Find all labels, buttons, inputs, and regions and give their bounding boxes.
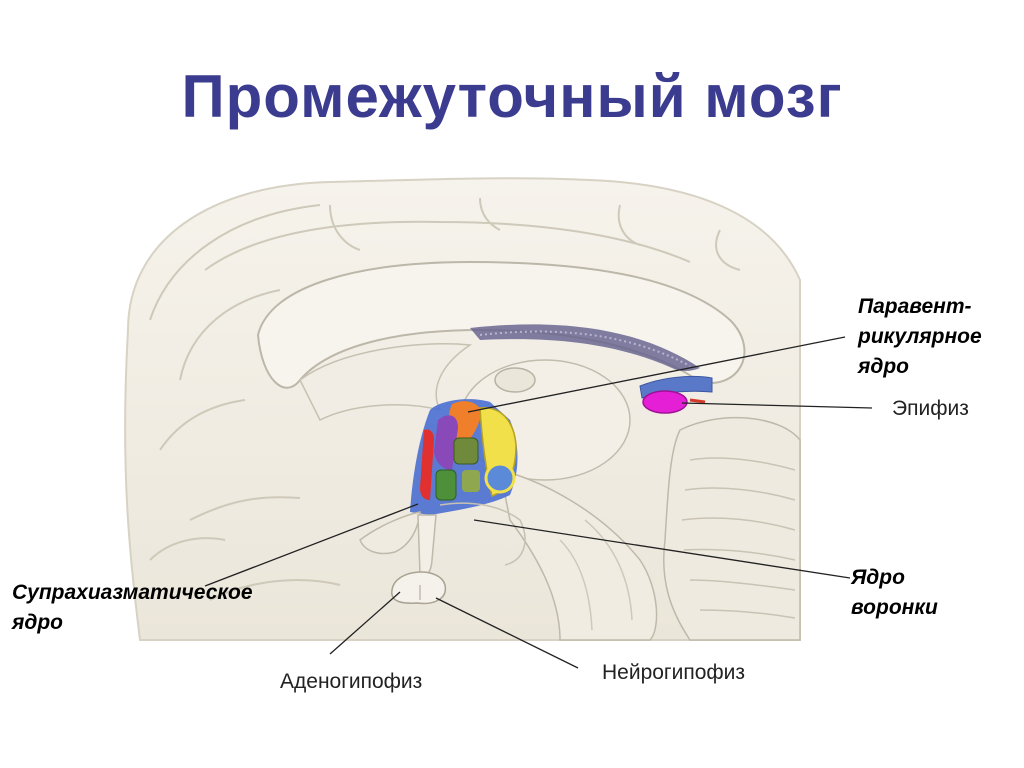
- brainstem: [499, 468, 658, 641]
- label-epiphysis: Эпифиз: [892, 397, 969, 420]
- nucleus-green-b: [435, 469, 457, 501]
- leader-infundibular: [473, 519, 851, 579]
- label-suprachiasmatic-line2: ядро: [12, 611, 64, 634]
- label-infundibular-line1: Ядро: [851, 566, 905, 589]
- label-adenohypophysis: Аденогипофиз: [280, 670, 423, 693]
- label-suprachiasmatic-line1: Супрахиазматическое: [12, 581, 253, 604]
- leader-epiphysis: [681, 402, 873, 409]
- pituitary-gland: [391, 571, 447, 605]
- label-suprachiasmatic-nucleus: Супрахиазматическое ядро: [12, 578, 253, 638]
- label-paraventricular-nucleus: Паравент- рикулярное ядро: [858, 292, 982, 382]
- leader-adenohypophysis: [329, 591, 401, 655]
- slide-title: Промежуточный мозг: [181, 63, 843, 130]
- label-infundibular-nucleus: Ядро воронки: [851, 563, 938, 623]
- infundibular-nucleus-blob: [484, 462, 516, 494]
- leader-paraventricular: [467, 336, 846, 413]
- gyri-lines: [149, 197, 741, 601]
- nucleus-green-a: [453, 437, 479, 465]
- nucleus-purple: [434, 415, 458, 470]
- epiphysis-structure: [642, 390, 688, 414]
- nucleus-red: [420, 429, 434, 500]
- cerebellum: [662, 416, 801, 641]
- label-paraventricular-line1: Паравент-: [858, 295, 972, 318]
- label-neurohypophysis: Нейрогипофиз: [602, 661, 746, 684]
- fornix: [299, 343, 473, 422]
- leader-suprachiasmatic: [204, 503, 419, 587]
- paraventricular-nucleus: [448, 401, 482, 450]
- interthalamic-adhesion: [494, 367, 536, 393]
- label-paraventricular-line2: рикулярное: [858, 325, 982, 348]
- nucleus-olive: [462, 470, 480, 492]
- label-paraventricular-line3: ядро: [858, 355, 910, 378]
- lateral-ventricle: [470, 324, 700, 371]
- leader-neurohypophysis: [435, 597, 579, 669]
- label-infundibular-line2: воронки: [851, 596, 938, 619]
- optic-chiasm: [359, 511, 421, 555]
